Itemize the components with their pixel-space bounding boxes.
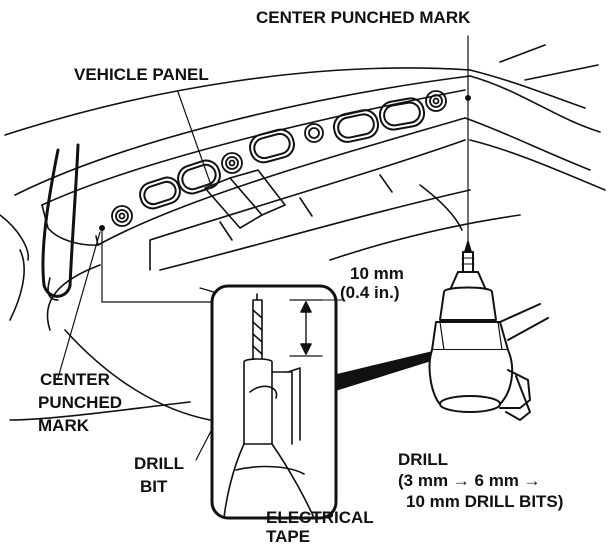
label-measure-mm: 10 mm xyxy=(350,264,404,283)
label-drill: DRILL xyxy=(398,450,449,469)
label-tape-2: TAPE xyxy=(266,527,311,546)
label-vehicle-panel: VEHICLE PANEL xyxy=(74,65,209,84)
drill-bit-detail xyxy=(210,284,433,520)
panel-slots xyxy=(139,97,426,210)
label-drill-sizes-2: 10 mm DRILL BITS) xyxy=(406,492,564,511)
label-measure-in: (0.4 in.) xyxy=(340,283,400,302)
label-center-punched-mark-top: CENTER PUNCHED MARK xyxy=(256,8,471,27)
vehicle-panel-drawing xyxy=(0,44,606,421)
label-drill-bit-2: BIT xyxy=(140,477,168,496)
panel-holes xyxy=(111,90,447,227)
label-center-left-3: MARK xyxy=(38,416,89,435)
label-drill-bit-1: DRILL xyxy=(134,454,185,473)
label-tape-1: ELECTRICAL xyxy=(266,508,374,527)
label-center-left-2: PUNCHED xyxy=(38,393,123,412)
label-drill-sizes-1: (3 mm → 6 mm → xyxy=(398,471,541,490)
label-center-left-1: CENTER xyxy=(40,370,110,389)
drill-tool xyxy=(428,241,549,421)
